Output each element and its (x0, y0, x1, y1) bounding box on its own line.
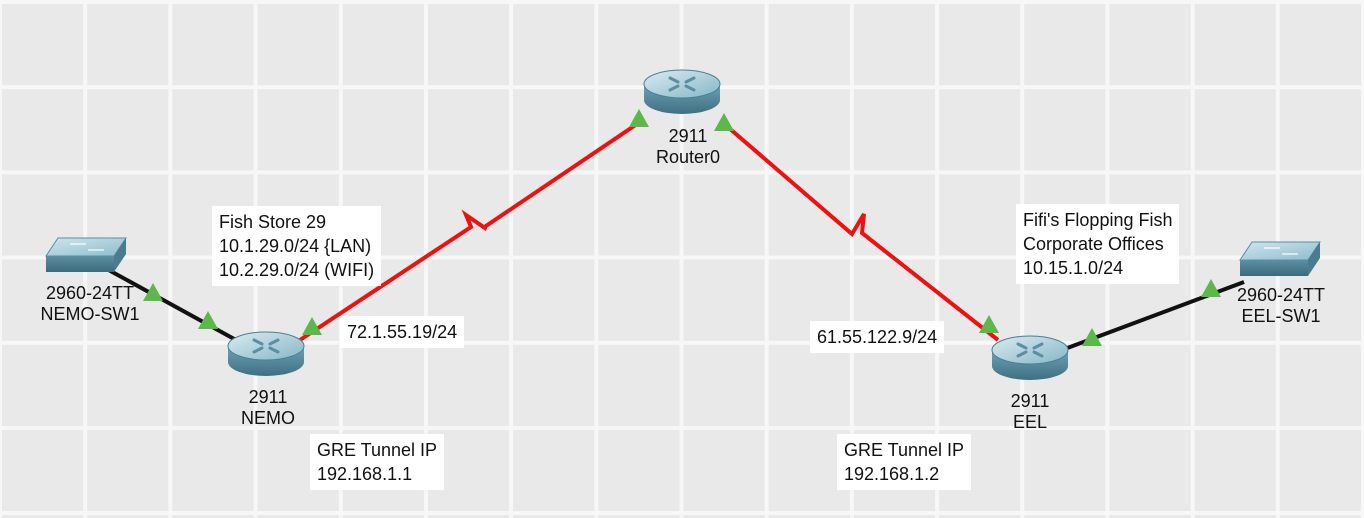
note-line: 192.168.1.2 (844, 464, 940, 484)
note-nemo-wan-ip[interactable]: 72.1.55.19/24 (340, 316, 465, 348)
eel-wan-port-link-up-triangle-icon (979, 315, 999, 333)
eel-sw1-name: EEL-SW1 (1241, 306, 1321, 326)
eel-sw1-switch-icon[interactable] (1239, 241, 1321, 277)
eel-router-icon[interactable] (990, 334, 1070, 382)
nemo-lan-port-link-up-triangle-icon (198, 311, 218, 329)
nemo-sw1-switch-icon[interactable] (45, 237, 127, 273)
note-line: Fifi's Flopping Fish (1023, 210, 1173, 230)
eel-model: 2911 (1010, 391, 1050, 411)
note-line: GRE Tunnel IP (844, 440, 965, 460)
router0-icon[interactable] (642, 68, 722, 116)
note-fish-store[interactable]: Fish Store 29 10.1.29.0/24 {LAN) 10.2.29… (212, 206, 382, 286)
note-nemo-gre-tunnel[interactable]: GRE Tunnel IP 192.168.1.1 (310, 434, 445, 490)
nemo-label[interactable]: 2911 NEMO (222, 387, 314, 429)
note-line: 192.168.1.1 (317, 464, 413, 484)
eel-label[interactable]: 2911 EEL (984, 391, 1076, 433)
note-line: 61.55.122.9/24 (817, 327, 938, 347)
eel-sw1-label[interactable]: 2960-24TT EEL-SW1 (1211, 285, 1351, 327)
note-line: Fish Store 29 (219, 212, 327, 232)
note-eel-wan-ip[interactable]: 61.55.122.9/24 (810, 321, 945, 353)
eel-sw1-port-link-up-triangle-icon (1201, 279, 1221, 297)
link-lights-layer (143, 109, 1221, 346)
router0-nemo-port-link-up-triangle-icon (629, 109, 649, 127)
note-line: Corporate Offices (1023, 234, 1164, 254)
note-eel-gre-tunnel[interactable]: GRE Tunnel IP 192.168.1.2 (837, 434, 972, 490)
nemo-wan-port-link-up-triangle-icon (302, 317, 322, 335)
eel-sw1-model: 2960-24TT (1236, 285, 1326, 305)
router0-name: Router0 (655, 147, 721, 167)
serial-link-nemo-router0[interactable] (298, 122, 639, 342)
nemo-router-icon[interactable] (226, 330, 306, 378)
router0-model: 2911 (668, 126, 708, 146)
nemo-model: 2911 (248, 387, 288, 407)
note-line: 10.15.1.0/24 (1023, 258, 1124, 278)
nemo-name: NEMO (241, 408, 295, 428)
nemo-sw1-name: NEMO-SW1 (40, 304, 140, 324)
eel-lan-port-link-up-triangle-icon (1082, 328, 1102, 346)
router0-label[interactable]: 2911 Router0 (642, 126, 734, 168)
eel-name: EEL (1012, 412, 1048, 432)
note-line: 10.2.29.0/24 (WIFI) (219, 260, 375, 280)
note-line: 72.1.55.19/24 (347, 322, 458, 342)
note-line: 10.1.29.0/24 {LAN) (219, 236, 372, 256)
note-line: GRE Tunnel IP (317, 440, 438, 460)
serial-link-router0-eel[interactable] (720, 120, 1000, 342)
note-corporate-offices[interactable]: Fifi's Flopping Fish Corporate Offices 1… (1016, 204, 1180, 284)
nemo-sw1-model: 2960-24TT (45, 283, 135, 303)
router0-eel-port-link-up-triangle-icon (714, 113, 734, 131)
nemo-sw1-port-link-up-triangle-icon (143, 283, 163, 301)
nemo-sw1-label[interactable]: 2960-24TT NEMO-SW1 (20, 283, 160, 325)
